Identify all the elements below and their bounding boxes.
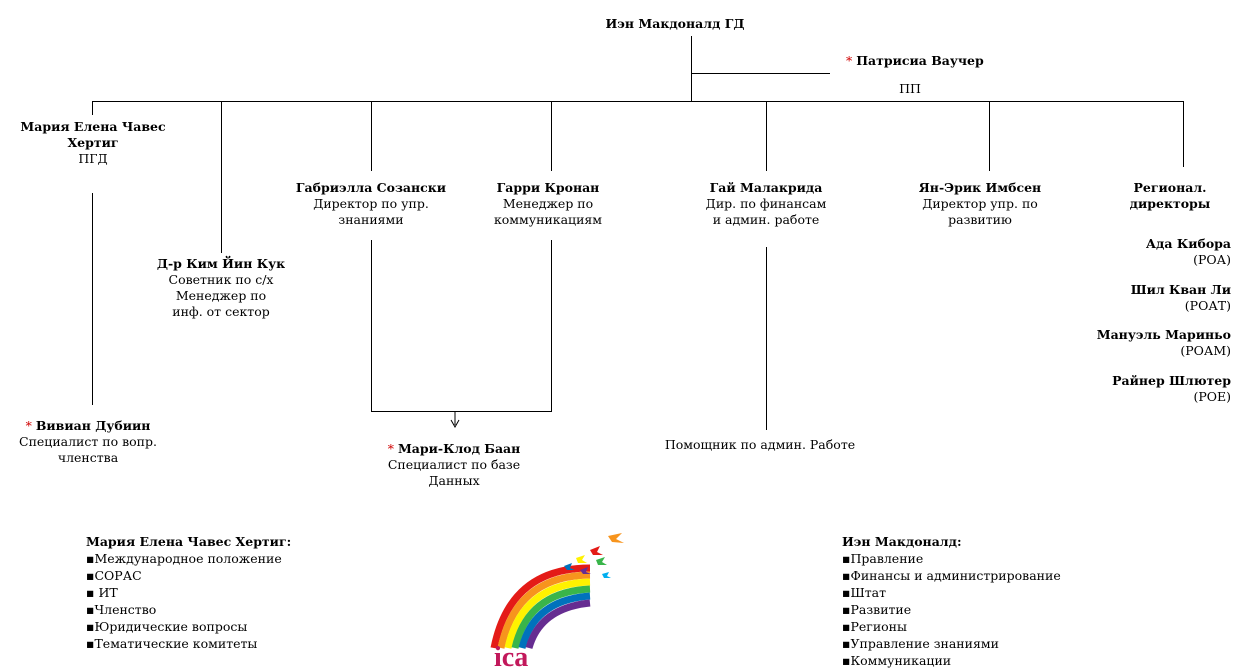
line-maria-vivian xyxy=(92,193,93,405)
regional-person-code: (РОАТ) xyxy=(1184,298,1231,313)
maria-name-line1: Мария Елена Чавес xyxy=(20,119,166,134)
garry-line1: Менеджер по xyxy=(502,196,594,211)
vivian-name: Вивиан Дубиин xyxy=(35,418,151,433)
line-gabriella-down xyxy=(371,240,372,412)
gabriella-line2: знаниями xyxy=(338,212,404,227)
marie-line1: Специалист по базе xyxy=(387,457,521,472)
legend-left: Мария Елена Чавес Хертиг: ▪Международное… xyxy=(86,533,291,652)
maria-name-line2: Хертиг xyxy=(67,135,119,150)
rainbow-icon xyxy=(490,564,591,650)
vivian-line2: членства xyxy=(57,450,119,465)
marie-line2: Данных xyxy=(428,473,480,488)
marker-asterisk: * xyxy=(846,53,853,68)
line-ceo-down xyxy=(691,36,692,74)
ica-logo: ica xyxy=(490,533,624,668)
line-ceo-deputy xyxy=(691,73,830,74)
kim-line2: Менеджер по xyxy=(175,288,267,303)
line-drop-yan xyxy=(989,101,990,171)
regional-title-line2: директоры xyxy=(1129,196,1211,211)
regional-person-code: (РОАМ) xyxy=(1180,343,1231,358)
node-gabriella: Габриэлла Созански Директор по упр. знан… xyxy=(281,180,461,228)
yan-line2: развитию xyxy=(948,212,1012,227)
legend-right: Иэн Макдоналд: ▪Правление ▪Финансы и адм… xyxy=(842,533,1061,669)
maria-title: ПГД xyxy=(78,151,108,166)
legend-item: ▪Коммуникации xyxy=(842,653,952,668)
legend-item: ▪Управление знаниями xyxy=(842,636,999,651)
vivian-line1: Специалист по вопр. xyxy=(19,434,157,449)
node-ceo: Иэн Макдоналд ГД xyxy=(560,16,790,32)
line-garry-down xyxy=(551,240,552,412)
node-assistant: Помощник по админ. Работе xyxy=(640,437,880,453)
kim-name: Д-р Ким Йин Кук xyxy=(156,256,286,271)
line-drop-garry xyxy=(551,101,552,171)
line-drop-regional xyxy=(1183,101,1184,167)
legend-item: ▪Международное положение xyxy=(86,551,282,566)
node-kim: Д-р Ким Йин Кук Советник по с/х Менеджер… xyxy=(130,256,312,320)
legend-item: ▪Финансы и администрирование xyxy=(842,568,1061,583)
marie-name: Мари-Клод Баан xyxy=(397,441,521,456)
line-drop-kim xyxy=(221,101,222,253)
regional-person-code: (РОА) xyxy=(1193,252,1231,267)
node-maria: Мария Елена Чавес Хертиг ПГД xyxy=(2,119,184,167)
line-ceo-trunk xyxy=(691,74,692,102)
legend-item: ▪Регионы xyxy=(842,619,907,634)
regional-person: Райнер Шлютер (РОЕ) xyxy=(1060,373,1231,405)
regional-person-name: Мануэль Мариньо xyxy=(1096,327,1231,342)
deputy-title: ПП xyxy=(899,81,921,96)
node-regional: Регионал. директоры xyxy=(1110,180,1230,212)
guy-name: Гай Малакрида xyxy=(709,180,823,195)
regional-person: Ада Кибора (РОА) xyxy=(1060,236,1231,268)
line-guy-assistant xyxy=(766,247,767,430)
gabriella-line1: Директор по упр. xyxy=(313,196,429,211)
node-guy: Гай Малакрида Дир. по финансам и админ. … xyxy=(668,180,864,228)
gabriella-name: Габриэлла Созански xyxy=(295,180,447,195)
garry-line2: коммуникациям xyxy=(493,212,603,227)
doves-icon xyxy=(564,533,624,578)
legend-item: ▪Правление xyxy=(842,551,924,566)
logo-text: ica xyxy=(494,642,528,668)
legend-item: ▪ ИТ xyxy=(86,585,118,600)
legend-left-heading: Мария Елена Чавес Хертиг: xyxy=(86,534,292,549)
regional-person-name: Ада Кибора xyxy=(1145,236,1231,251)
node-vivian: *Вивиан Дубиин Специалист по вопр. членс… xyxy=(0,418,176,466)
assistant-title: Помощник по админ. Работе xyxy=(664,437,856,452)
legend-right-heading: Иэн Макдоналд: xyxy=(842,534,962,549)
deputy-name: Патрисиа Вaучер xyxy=(856,53,984,68)
ceo-name: Иэн Макдоналд ГД xyxy=(605,16,745,31)
legend-item: ▪СОРАС xyxy=(86,568,142,583)
legend-item: ▪Штат xyxy=(842,585,887,600)
guy-line2: и админ. работе xyxy=(712,212,820,227)
line-drop-maria xyxy=(92,101,93,115)
garry-name: Гарри Кронан xyxy=(496,180,600,195)
legend-item: ▪Членство xyxy=(86,602,157,617)
regional-title-line1: Регионал. xyxy=(1133,180,1207,195)
node-deputy: *Патрисиа Вaучер xyxy=(846,53,984,69)
yan-name: Ян-Эрик Имбсен xyxy=(918,180,1042,195)
kim-line1: Советник по с/х xyxy=(168,272,274,287)
arrow-down-icon xyxy=(450,411,460,429)
regional-person: Шил Кван Ли (РОАТ) xyxy=(1060,282,1231,314)
node-garry: Гарри Кронан Менеджер по коммуникациям xyxy=(468,180,628,228)
marker-asterisk: * xyxy=(25,418,32,433)
regional-person-name: Шил Кван Ли xyxy=(1130,282,1231,297)
line-merge-horizontal xyxy=(371,411,552,412)
marker-asterisk: * xyxy=(387,441,394,456)
regional-person-name: Райнер Шлютер xyxy=(1112,373,1231,388)
legend-item: ▪Развитие xyxy=(842,602,912,617)
legend-item: ▪Юридические вопросы xyxy=(86,619,248,634)
legend-item: ▪Тематические комитеты xyxy=(86,636,258,651)
line-drop-gabriella xyxy=(371,101,372,171)
regional-person-code: (РОЕ) xyxy=(1193,389,1231,404)
guy-line1: Дир. по финансам xyxy=(705,196,827,211)
yan-line1: Директор упр. по xyxy=(922,196,1038,211)
line-main-horizontal xyxy=(92,101,1184,102)
node-yan: Ян-Эрик Имбсен Директор упр. по развитию xyxy=(880,180,1080,228)
node-marie: *Мари-Клод Баан Специалист по базе Данны… xyxy=(364,441,544,489)
regional-person: Мануэль Мариньо (РОАМ) xyxy=(1060,327,1231,359)
kim-line3: инф. от сектор xyxy=(172,304,270,319)
line-drop-guy xyxy=(766,101,767,171)
